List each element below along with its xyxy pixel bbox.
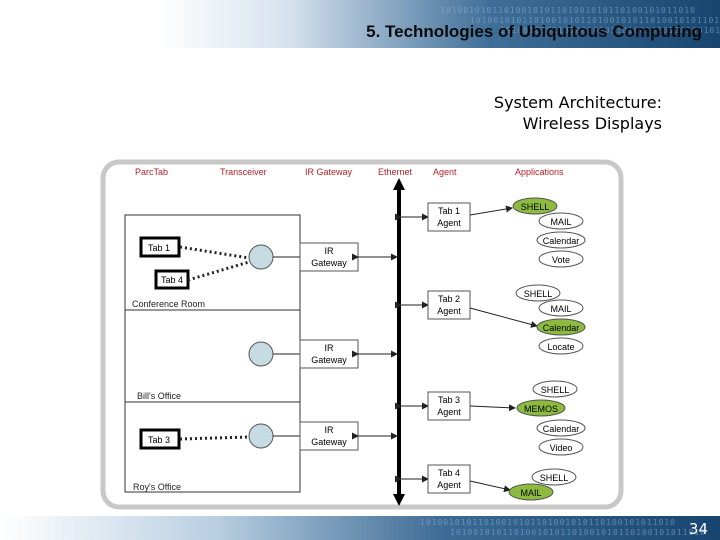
parctab-label: Tab 1 xyxy=(148,243,170,253)
app-vote xyxy=(538,250,584,268)
agent-label: Tab 2 xyxy=(438,294,460,304)
app-label: Calendar xyxy=(543,236,580,246)
agent-label: Agent xyxy=(437,407,461,417)
ir-gateway-label: Gateway xyxy=(311,258,347,268)
column-header-parctab: ParcTab xyxy=(135,167,168,177)
app-shell xyxy=(531,468,577,486)
agent-box xyxy=(427,290,471,320)
parctab-device xyxy=(139,428,181,450)
app-label: Vote xyxy=(552,255,570,265)
agent-label: Agent xyxy=(437,480,461,490)
transceiver xyxy=(248,244,274,270)
parctab-device xyxy=(139,236,181,258)
page-number: 34 xyxy=(688,520,708,538)
room-label-conference: Conference Room xyxy=(132,299,205,309)
app-label: Locate xyxy=(547,342,574,352)
app-label: Video xyxy=(550,443,573,453)
parctab-label: Tab 4 xyxy=(161,275,183,285)
agent-label: Tab 4 xyxy=(438,468,460,478)
binary-decoration: 1010010101101001010110100101011010010101… xyxy=(470,16,720,25)
agent-app-link xyxy=(469,205,513,216)
column-header-ethernet: Ethernet xyxy=(378,167,413,177)
app-label: MAIL xyxy=(520,488,541,498)
subtitle-line: Wireless Displays xyxy=(522,114,662,133)
app-shell xyxy=(515,284,561,302)
transceiver xyxy=(248,341,274,367)
slide-title: 5. Technologies of Ubiquitous Computing xyxy=(366,22,702,41)
ir-link xyxy=(179,435,250,441)
binary-decoration: 1010010101101001010110100101011010010101… xyxy=(440,6,696,15)
binary-decoration: 1010010101101001010110100101011010010101… xyxy=(420,518,676,527)
app-label: SHELL xyxy=(541,385,570,395)
ir-link xyxy=(179,245,250,260)
agent-label: Agent xyxy=(437,306,461,316)
column-header-ir-gateway: IR Gateway xyxy=(305,167,353,177)
agent-app-link xyxy=(469,307,538,328)
app-calendar xyxy=(536,419,586,437)
column-header-agent: Agent xyxy=(433,167,457,177)
ethernet-arrow-bottom xyxy=(393,494,405,506)
footer-bar: 1010010101101001010110100101011010010101… xyxy=(0,516,720,540)
parctab-label: Tab 3 xyxy=(148,435,170,445)
room-label-roy: Roy's Office xyxy=(133,482,181,492)
app-memos-active xyxy=(516,399,566,417)
agent-box xyxy=(427,464,471,494)
app-label: MAIL xyxy=(550,217,571,227)
binary-decoration: 1010010101101001010110100101011010010101… xyxy=(500,26,720,35)
app-mail-active xyxy=(508,483,554,501)
app-label: MEMOS xyxy=(524,404,558,414)
app-shell-active xyxy=(512,197,558,215)
app-mail xyxy=(538,299,584,317)
ir-gateway-label: IR xyxy=(325,425,335,435)
ethernet-arrow-top xyxy=(393,178,405,190)
ir-link xyxy=(187,260,250,282)
agent-box xyxy=(427,202,471,232)
app-calendar xyxy=(536,231,586,249)
ir-gateway-label: IR xyxy=(325,343,335,353)
app-label: Calendar xyxy=(543,424,580,434)
subtitle-line: System Architecture: xyxy=(493,93,662,112)
app-label: MAIL xyxy=(550,304,571,314)
agent-app-link xyxy=(469,480,511,493)
app-label: SHELL xyxy=(540,473,569,483)
agent-box xyxy=(427,391,471,421)
ir-gateway-label: Gateway xyxy=(311,355,347,365)
header-bar: 1010010101101001010110100101011010010101… xyxy=(0,0,720,48)
diagram-frame xyxy=(100,159,624,510)
column-header-applications: Applications xyxy=(515,167,564,177)
agent-label: Tab 1 xyxy=(438,206,460,216)
ir-gateway-label: IR xyxy=(325,246,335,256)
app-locate xyxy=(538,337,584,355)
ir-gateway-label: Gateway xyxy=(311,437,347,447)
agent-label: Tab 3 xyxy=(438,395,460,405)
app-calendar-active xyxy=(536,318,586,336)
app-video xyxy=(538,438,584,456)
app-label: SHELL xyxy=(524,289,553,299)
room-label-bill: Bill's Office xyxy=(137,391,181,401)
column-header-transceiver: Transceiver xyxy=(220,167,267,177)
app-mail xyxy=(538,212,584,230)
app-label: SHELL xyxy=(521,202,550,212)
transceiver xyxy=(248,423,274,449)
ir-gateway-box xyxy=(299,242,359,272)
agent-app-link xyxy=(469,404,516,412)
slide-subtitle: System Architecture: Wireless Displays xyxy=(380,92,662,134)
app-shell xyxy=(532,380,578,398)
binary-decoration: 1010010101101001010110100101011010010101… xyxy=(450,528,706,537)
app-label: Calendar xyxy=(543,323,580,333)
agent-label: Agent xyxy=(437,218,461,228)
